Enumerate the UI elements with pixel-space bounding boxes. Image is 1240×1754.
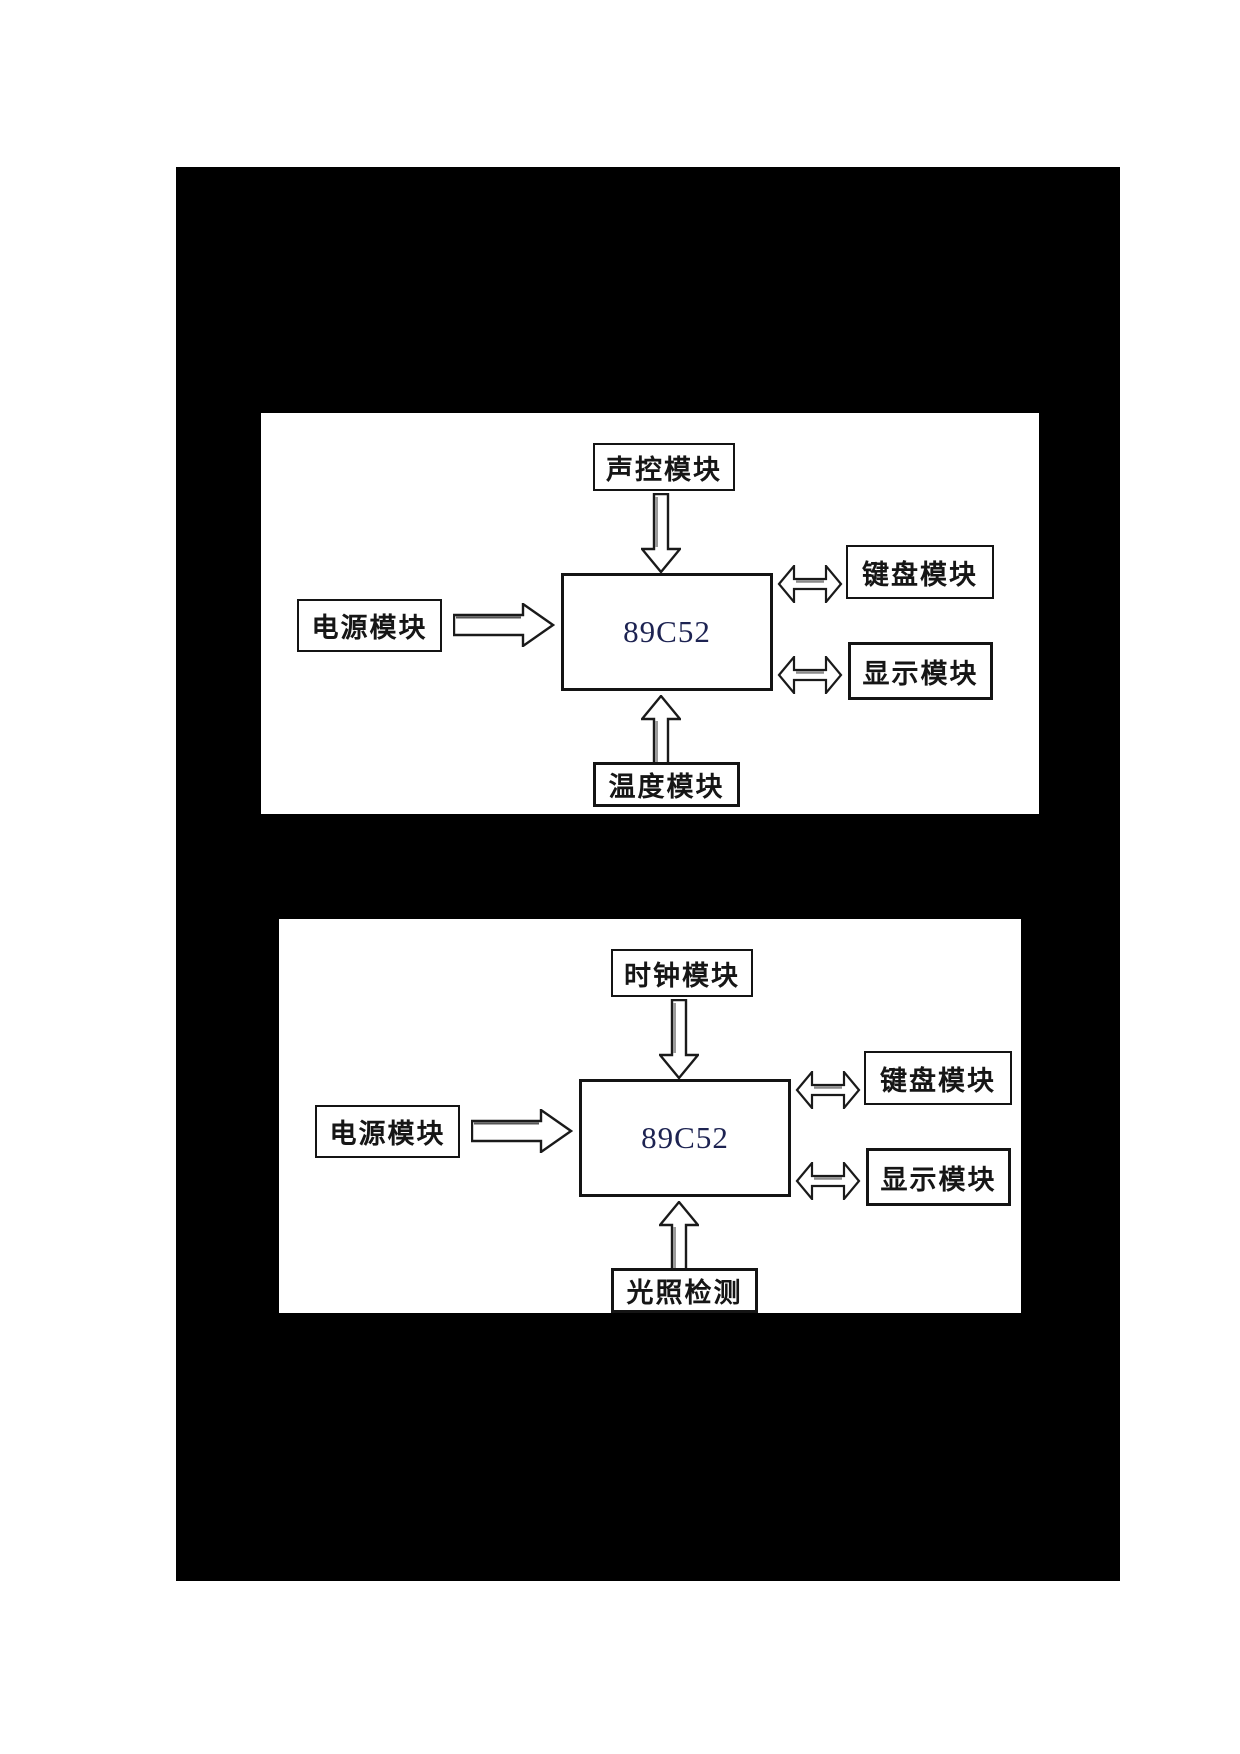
light-detection-module-box: 光照检测 [611, 1268, 758, 1313]
power-module-box: 电源模块 [297, 599, 442, 652]
display-module-label: 显示模块 [880, 1164, 997, 1196]
mcu-89c52-box: 89C52 [561, 573, 773, 691]
light-detection-module-label: 光照检测 [626, 1278, 743, 1309]
mcu-89c52-box: 89C52 [579, 1079, 791, 1197]
keyboard-module-box: 键盘模块 [846, 545, 994, 599]
diagram-panel-1: 声控模块 电源模块 89C52 键盘模块 [261, 413, 1039, 814]
voice-control-module-label: 声控模块 [606, 454, 722, 486]
keyboard-module-label: 键盘模块 [862, 559, 978, 591]
mcu-89c52-label: 89C52 [641, 1120, 729, 1155]
keyboard-module-label: 键盘模块 [880, 1065, 996, 1097]
right-block-arrow-icon [471, 1109, 573, 1153]
display-module-label: 显示模块 [862, 658, 979, 690]
document-page: 声控模块 电源模块 89C52 键盘模块 [176, 167, 1120, 1581]
power-module-label: 电源模块 [329, 1119, 446, 1150]
right-block-arrow-icon [453, 603, 555, 647]
up-block-arrow-icon [641, 695, 681, 767]
display-module-box: 显示模块 [866, 1148, 1011, 1206]
temperature-module-box: 温度模块 [593, 762, 740, 807]
double-headed-arrow-icon [777, 656, 843, 694]
down-block-arrow-icon [641, 493, 681, 573]
double-headed-arrow-icon [777, 565, 843, 603]
diagram-panel-2: 时钟模块 电源模块 89C52 键盘模块 [279, 919, 1021, 1313]
mcu-89c52-label: 89C52 [623, 614, 711, 649]
clock-module-box: 时钟模块 [611, 949, 753, 997]
power-module-box: 电源模块 [315, 1105, 460, 1158]
double-headed-arrow-icon [795, 1071, 861, 1109]
keyboard-module-box: 键盘模块 [864, 1051, 1012, 1105]
up-block-arrow-icon [659, 1201, 699, 1273]
temperature-module-label: 温度模块 [608, 772, 725, 803]
power-module-label: 电源模块 [311, 613, 428, 644]
display-module-box: 显示模块 [848, 642, 993, 700]
double-headed-arrow-icon [795, 1162, 861, 1200]
clock-module-label: 时钟模块 [624, 960, 740, 992]
down-block-arrow-icon [659, 999, 699, 1079]
voice-control-module-box: 声控模块 [593, 443, 735, 491]
